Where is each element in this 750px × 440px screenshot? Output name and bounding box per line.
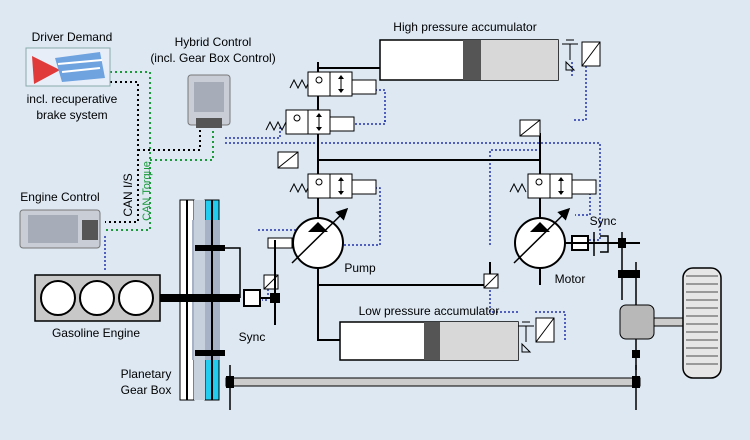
- high-pressure-accumulator-label: High pressure accumulator: [393, 20, 537, 34]
- planetary-label: Planetary: [120, 367, 172, 381]
- recuperative-label: incl. recuperative: [26, 92, 118, 106]
- hybrid-control-unit-icon: [187, 74, 231, 128]
- valve-top: [289, 71, 377, 97]
- gasoline-engine-label: Gasoline Engine: [51, 326, 141, 340]
- driver-demand-pedal-icon: [25, 47, 111, 87]
- pump-symbol: [267, 207, 349, 269]
- low-pressure-accumulator: [339, 321, 534, 361]
- low-pressure-accumulator-label: Low pressure accumulator: [358, 304, 500, 318]
- sync-left-label: Sync: [238, 330, 266, 344]
- engine-control-unit-icon: [19, 209, 101, 249]
- valve-second: [265, 109, 355, 135]
- motor-symbol: [513, 207, 571, 269]
- high-pressure-accumulator: [379, 39, 578, 81]
- driver-demand-label: Driver Demand: [31, 30, 113, 44]
- valve-motor: [509, 173, 597, 199]
- can-is-label: CAN I/S: [121, 173, 135, 217]
- gear-box-label: Gear Box: [120, 383, 172, 397]
- engine-control-label: Engine Control: [20, 190, 100, 204]
- pressure-sensor-icon: [277, 41, 601, 343]
- motor-label: Motor: [554, 272, 586, 286]
- drivetrain: [34, 199, 722, 410]
- can-torque-label: CAN Torque: [141, 161, 153, 221]
- brake-system-label: brake system: [36, 108, 108, 122]
- hybrid-control-label: Hybrid Control: [174, 35, 252, 49]
- gearbox-control-label: (incl. Gear Box Control): [150, 51, 276, 65]
- position-sensor-icon: [263, 273, 499, 290]
- sync-right-label: Sync: [589, 214, 617, 228]
- hydraulic-lines: [317, 62, 541, 341]
- valve-pump: [289, 173, 377, 199]
- pump-label: Pump: [344, 261, 376, 275]
